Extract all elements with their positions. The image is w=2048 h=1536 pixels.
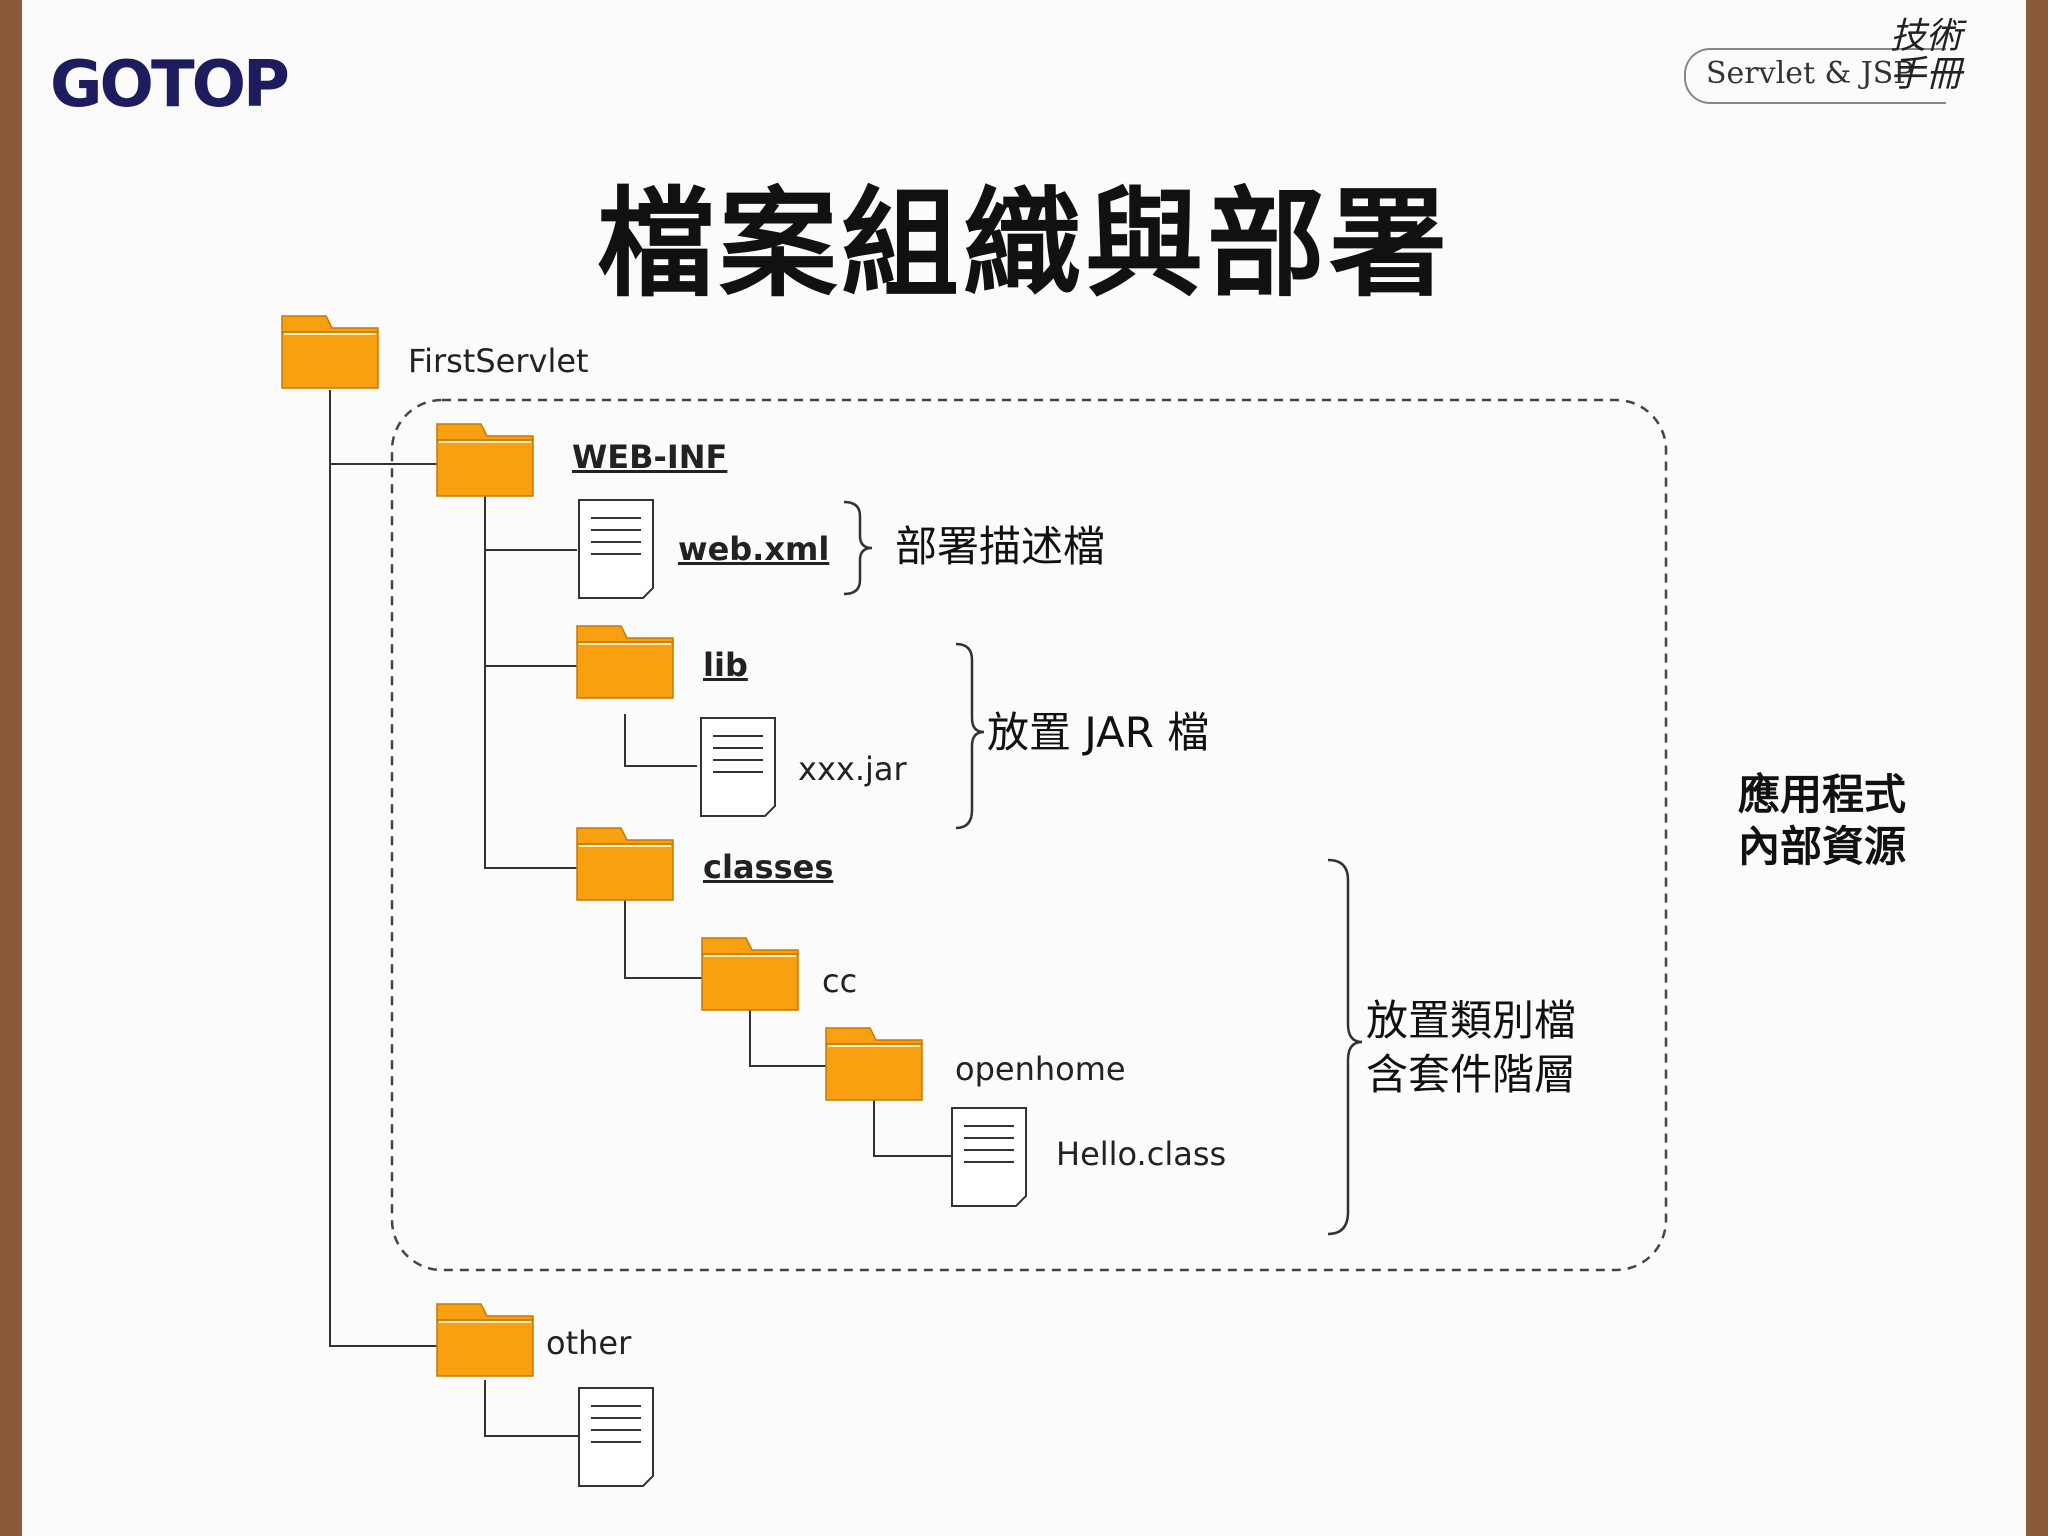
label-other: other [546, 1324, 632, 1362]
brand-text: Servlet & JSP [1706, 56, 1914, 91]
label-jar: xxx.jar [798, 750, 907, 788]
label-cc: cc [822, 962, 858, 1000]
brand-pill [1684, 48, 1946, 104]
braces [843, 500, 1363, 1236]
folder-icon-other[interactable] [436, 1303, 534, 1377]
label-firstservlet: FirstServlet [408, 342, 589, 380]
page-title: 檔案組織與部署 [596, 175, 1451, 313]
label-web-inf: WEB-INF [572, 438, 728, 476]
note-internal-line1: 應用程式 [1738, 770, 1907, 819]
label-openhome: openhome [955, 1050, 1126, 1088]
slide [22, 0, 2026, 1536]
brand-calligraphy: 技術手冊 [1890, 16, 1963, 95]
folder-icon-openhome[interactable] [825, 1027, 923, 1101]
label-hello-class: Hello.class [1056, 1135, 1227, 1173]
note-internal-line2: 內部資源 [1738, 822, 1907, 871]
file-icon-hello-class[interactable] [951, 1107, 1027, 1207]
folder-icon-web-inf[interactable] [436, 423, 534, 497]
brace-classes [1327, 858, 1363, 1236]
note-jar: 放置 JAR 檔 [987, 708, 1210, 757]
folder-icon-firstservlet[interactable] [281, 315, 379, 389]
folder-icon-classes[interactable] [576, 827, 674, 901]
label-lib: lib [703, 646, 748, 684]
label-classes: classes [703, 848, 834, 886]
brace-descriptor [843, 500, 873, 596]
file-icon-other[interactable] [578, 1387, 654, 1487]
note-classes-line1: 放置類別檔 [1366, 996, 1577, 1045]
file-icon-jar[interactable] [700, 717, 776, 817]
file-icon-web-xml[interactable] [578, 499, 654, 599]
internal-resources-boundary [390, 398, 1668, 1272]
note-descriptor: 部署描述檔 [895, 522, 1106, 571]
folder-icon-lib[interactable] [576, 625, 674, 699]
brace-jar [955, 642, 985, 830]
folder-icon-cc[interactable] [701, 937, 799, 1011]
note-classes-line2: 含套件階層 [1366, 1050, 1577, 1099]
tree-connectors [329, 390, 952, 1437]
gotop-logo: GOTOP [50, 48, 290, 122]
label-web-xml: web.xml [678, 530, 830, 568]
